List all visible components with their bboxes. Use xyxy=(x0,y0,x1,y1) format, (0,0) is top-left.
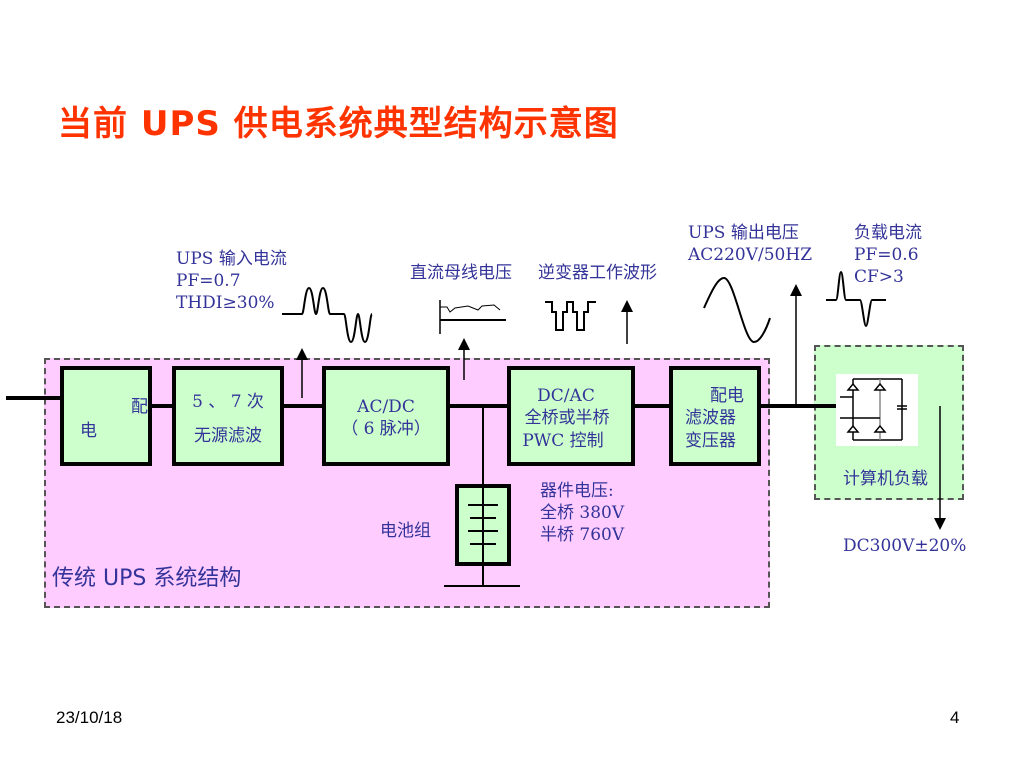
output-voltage-waveform xyxy=(703,276,771,344)
rectifier-bridge-diagram xyxy=(836,374,918,446)
filter-label-line1: 5 、 7 次 xyxy=(192,392,264,412)
inverter-waveform xyxy=(545,301,596,331)
rectifier-label-line1: AC/DC xyxy=(357,397,415,417)
battery-label: 电池组 xyxy=(380,521,431,541)
main-power-line xyxy=(6,396,836,408)
inverter-label-line2: 全桥或半桥 xyxy=(524,408,610,428)
inverter-label-line3: PWC 控制 xyxy=(522,431,604,451)
rectifier-block xyxy=(322,366,450,466)
slide-title: 当前 UPS 供电系统典型结构示意图 xyxy=(58,104,619,144)
computer-load-label: 计算机负载 xyxy=(843,469,928,489)
filter-label-line2: 无源滤波 xyxy=(194,426,262,446)
distribution-label-right: 配 xyxy=(131,397,148,417)
dc-bus-voltage-label: 直流母线电压 xyxy=(410,263,512,283)
distribution-block xyxy=(60,366,152,466)
transformer-label-line2: 滤波器 xyxy=(685,408,736,428)
input-current-waveform xyxy=(282,286,373,344)
page-number: 4 xyxy=(950,708,960,727)
device-voltage-label: 器件电压: 全桥 380V 半桥 760V xyxy=(540,481,625,545)
inverter-waveform-label: 逆变器工作波形 xyxy=(538,263,657,283)
output-voltage-label: UPS 输出电压 AC220V/50HZ xyxy=(688,223,813,265)
load-current-label: 负载电流 PF=0.6 CF>3 xyxy=(854,223,922,287)
load-current-waveform xyxy=(826,270,886,328)
inverter-block xyxy=(507,366,635,466)
rectifier-label-line2: （ 6 脉冲） xyxy=(341,419,431,439)
distribution-label-left: 电 xyxy=(80,421,97,441)
harmonic-filter-block xyxy=(172,366,284,466)
footer-date: 23/10/18 xyxy=(56,708,123,727)
dc-voltage-label: DC300V±20% xyxy=(843,536,967,556)
transformer-label-line1: 配电 xyxy=(710,386,744,406)
transformer-label-line3: 变压器 xyxy=(685,431,736,451)
dc-bus-waveform xyxy=(439,300,506,334)
output-transformer-block xyxy=(669,366,761,466)
bridge-rectifier-schematic xyxy=(840,378,907,441)
input-current-label: UPS 输入电流 PF=0.7 THDI≥30% xyxy=(176,249,287,313)
battery-connection xyxy=(444,406,520,587)
ups-system-label: 传统 UPS 系统结构 xyxy=(52,566,242,591)
inverter-label-line1: DC/AC xyxy=(537,386,595,406)
